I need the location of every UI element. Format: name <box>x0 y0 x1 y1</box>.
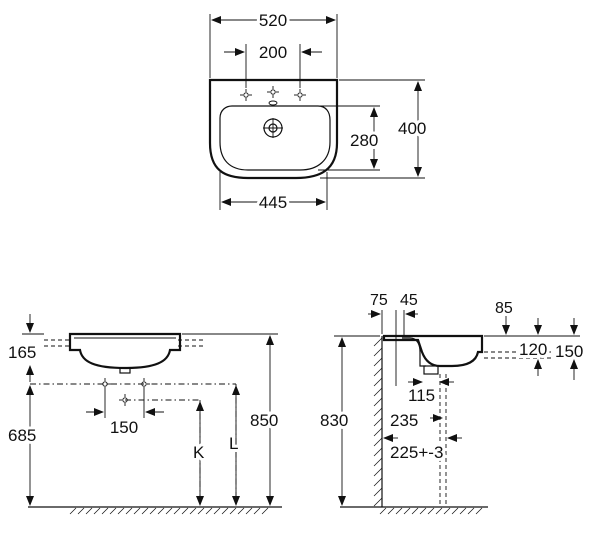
dim-45: 45 <box>400 292 418 309</box>
dim-520: 520 <box>259 11 287 30</box>
dim-165: 165 <box>8 343 36 362</box>
basin-front <box>68 332 182 370</box>
dim-200: 200 <box>259 43 287 62</box>
basin-side <box>382 334 484 368</box>
side-view: 830 75 45 85 120 150 115 235 225+-3 <box>317 292 586 515</box>
bowl-inner-top <box>219 105 331 171</box>
dim-445: 445 <box>259 193 287 212</box>
dim-235: 235 <box>390 411 418 430</box>
dim-150-front: 150 <box>110 418 138 437</box>
basin-outline-top <box>208 78 339 180</box>
tap-hole-left <box>239 88 253 102</box>
front-view: 150 165 685 850 K L <box>5 314 282 515</box>
dim-75: 75 <box>370 292 388 309</box>
dim-225: 225+-3 <box>390 443 443 462</box>
tap-hole-center <box>266 85 280 99</box>
floor-hatch-front <box>69 507 269 515</box>
dim-850: 850 <box>250 411 278 430</box>
top-view: 520 200 400 280 445 <box>208 8 429 215</box>
label-k: K <box>193 443 205 462</box>
label-l: L <box>229 434 238 453</box>
wall-hatch <box>373 337 383 507</box>
dim-280: 280 <box>350 131 378 150</box>
dim-85: 85 <box>495 300 513 317</box>
dim-685: 685 <box>8 426 36 445</box>
dim-400: 400 <box>398 119 426 138</box>
dim-115: 115 <box>408 386 435 405</box>
dim-830: 830 <box>320 411 348 430</box>
floor-hatch-side <box>379 507 483 515</box>
dim-120: 120 <box>519 340 547 359</box>
tap-hole-right <box>293 88 307 102</box>
dim-150-side: 150 <box>555 342 583 361</box>
